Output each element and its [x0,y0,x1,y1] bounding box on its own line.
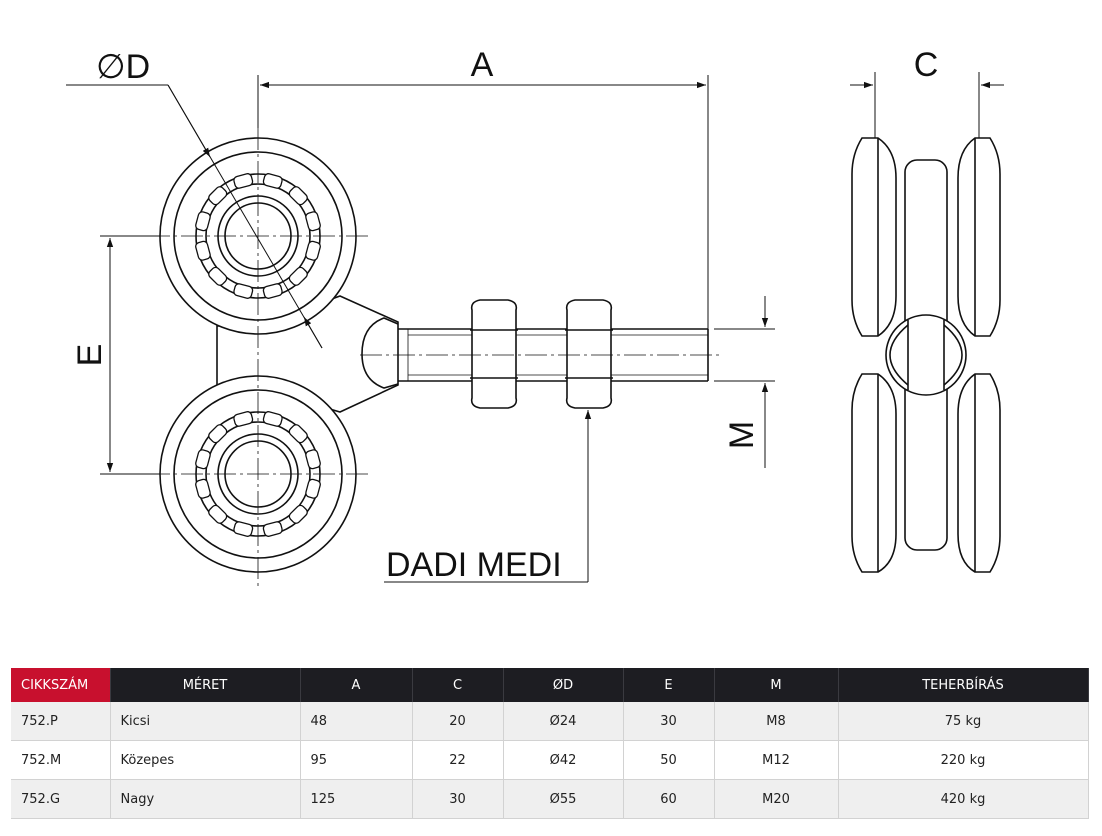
dimension-lines [66,72,1004,583]
spec-table: CIKKSZÁM MÉRET A C ØD E M TEHERBÍRÁS 752… [11,668,1089,819]
hex-nut-1 [470,299,518,409]
cell-a: 48 [300,702,413,741]
cell-a: 95 [300,740,413,780]
bearing-ball [195,478,211,499]
cell-m: M8 [714,702,839,741]
cell-od: Ø24 [503,702,624,741]
bearing-ball [208,424,228,444]
cell-c: 30 [412,779,504,819]
bearing-ball [262,521,283,537]
center-lines [148,128,720,590]
threaded-bolt [398,328,709,382]
table-row: 752.G Nagy 125 30 Ø55 60 M20 420 kg [11,779,1089,819]
cell-cikkszam: 752.M [11,740,111,780]
bearing-ball [233,521,254,537]
brand-label: DADI MEDI [386,546,562,584]
cell-e: 60 [623,779,715,819]
cell-meret: Nagy [110,779,301,819]
cell-m: M20 [714,779,839,819]
bearing-ball [305,478,321,499]
dim-d-letter: D [126,48,151,86]
cell-c: 22 [412,740,504,780]
bearing-ball [233,411,254,427]
cell-teherbiras: 220 kg [838,740,1089,780]
bearing-ball [233,173,254,189]
bearing-ball [262,411,283,427]
cell-a: 125 [300,779,413,819]
dim-c-label: C [914,46,939,84]
bearing-balls-top [195,173,321,299]
cell-meret: Kicsi [110,702,301,741]
cell-e: 50 [623,740,715,780]
cell-cikkszam: 752.P [11,702,111,741]
header-meret: MÉRET [110,668,301,702]
table-header-row: CIKKSZÁM MÉRET A C ØD E M TEHERBÍRÁS [11,668,1089,702]
cell-cikkszam: 752.G [11,779,111,819]
bearing-ball [195,240,211,261]
cell-od: Ø42 [503,740,624,780]
header-teherbiras: TEHERBÍRÁS [838,668,1089,702]
bearing-ball [208,186,228,206]
cell-c: 20 [412,702,504,741]
side-view [851,137,1001,573]
diameter-symbol: ∅ [96,48,126,86]
dim-e-label: E [71,344,109,367]
cell-teherbiras: 420 kg [838,779,1089,819]
bearing-ball [208,266,228,286]
hex-nut-2 [565,299,613,409]
bearing-balls-bottom [195,411,321,537]
dim-a-label: A [471,46,494,84]
bearing-ball [305,449,321,470]
bearing-ball [233,283,254,299]
bearing-ball [195,449,211,470]
cell-e: 30 [623,702,715,741]
bearing-ball [262,283,283,299]
header-a: A [300,668,413,702]
dim-d-label: ∅D [96,48,150,86]
header-cikkszam: CIKKSZÁM [11,668,111,702]
bearing-ball [305,240,321,261]
bearing-ball [262,173,283,189]
header-e: E [623,668,715,702]
table-row: 752.M Közepes 95 22 Ø42 50 M12 220 kg [11,740,1089,780]
bearing-ball [288,424,308,444]
header-c: C [412,668,504,702]
cell-meret: Közepes [110,740,301,780]
dim-m-label: M [723,421,761,449]
cell-od: Ø55 [503,779,624,819]
bearing-ball [305,211,321,232]
bearing-ball [208,504,228,524]
cell-teherbiras: 75 kg [838,702,1089,741]
cell-m: M12 [714,740,839,780]
table-row: 752.P Kicsi 48 20 Ø24 30 M8 75 kg [11,702,1089,741]
header-m: M [714,668,839,702]
technical-drawing: ∅D A C E M DADI MEDI [66,46,1004,590]
bearing-ball [288,186,308,206]
bearing-ball [288,504,308,524]
bearing-ball [288,266,308,286]
bearing-ball [195,211,211,232]
header-od: ØD [503,668,624,702]
